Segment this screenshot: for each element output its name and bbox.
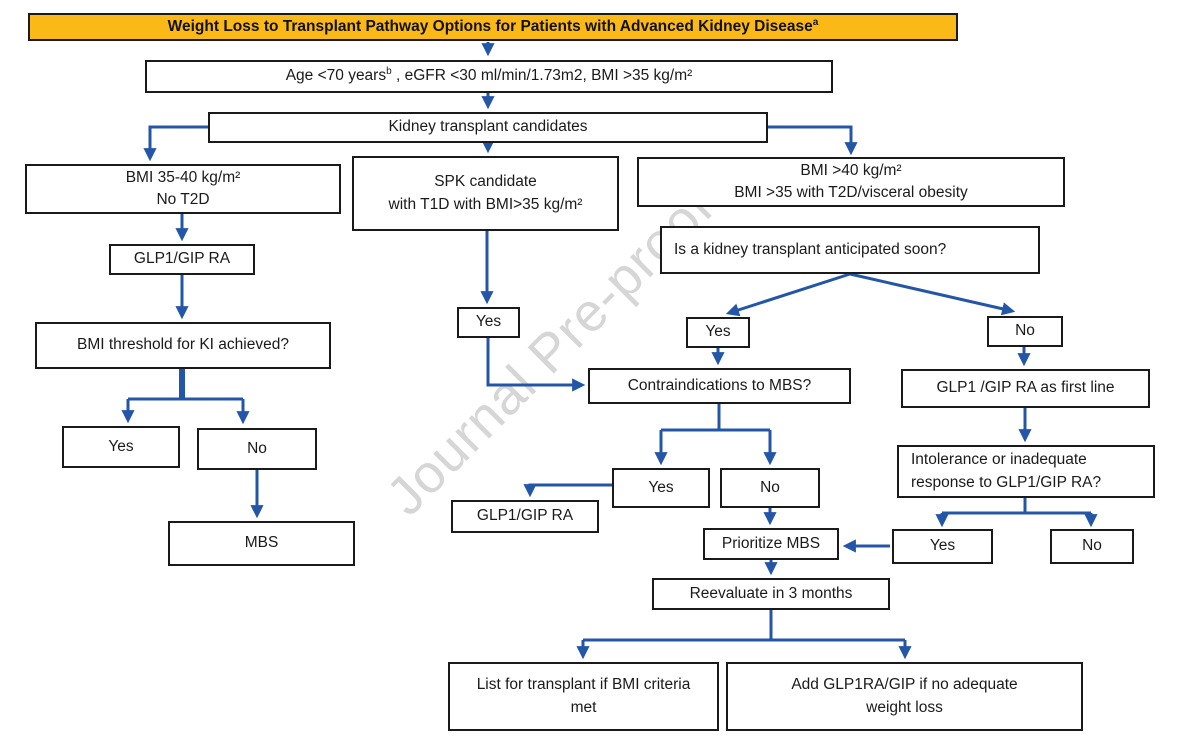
node-age-criteria-label: Age <70 yearsb , eGFR <30 ml/min/1.73m2,… [286, 65, 693, 87]
node-yes-threshold: Yes [62, 426, 180, 468]
node-bmi-over-40-label: BMI >40 kg/m² BMI >35 with T2D/visceral … [734, 161, 968, 201]
node-no-contra: No [720, 468, 820, 508]
node-glp1-gip-ra-mid: GLP1/GIP RA [451, 500, 599, 533]
node-yes-spk-label: Yes [475, 313, 502, 331]
node-reevaluate-label: Reevaluate in 3 months [689, 584, 853, 602]
node-add-glp1ra-gip: Add GLP1RA/GIP if no adequate weight los… [726, 662, 1083, 731]
node-no-contra-label: No [760, 478, 780, 496]
node-bmi-35-40-label: BMI 35-40 kg/m² No T2D [125, 168, 241, 208]
node-yes-anticipated-label: Yes [705, 323, 731, 341]
node-contraindications-question: Contraindications to MBS? [588, 368, 851, 404]
title-bar: Weight Loss to Transplant Pathway Option… [28, 13, 958, 41]
node-list-for-transplant-label: List for transplant if BMI criteria met [476, 676, 691, 716]
title-label: Weight Loss to Transplant Pathway Option… [167, 18, 813, 35]
node-bmi-over-40: BMI >40 kg/m² BMI >35 with T2D/visceral … [637, 157, 1065, 207]
node-intolerance-question: Intolerance or inadequate response to GL… [897, 445, 1155, 498]
node-transplant-anticipated-question: Is a kidney transplant anticipated soon? [660, 226, 1040, 274]
node-bmi-threshold-label: BMI threshold for KI achieved? [77, 336, 289, 354]
node-yes-contra: Yes [612, 468, 710, 508]
node-bmi-35-40: BMI 35-40 kg/m² No T2D [25, 164, 341, 214]
node-bmi-threshold-question: BMI threshold for KI achieved? [35, 322, 331, 369]
node-no-anticipated: No [987, 316, 1063, 347]
node-kidney-transplant-candidates: Kidney transplant candidates [208, 112, 768, 143]
node-spk-candidate-label: SPK candidate with T1D with BMI>35 kg/m² [388, 173, 583, 213]
node-yes-threshold-label: Yes [108, 437, 134, 455]
node-glp1-gip-ra-left: GLP1/GIP RA [109, 244, 255, 275]
node-yes-anticipated: Yes [686, 317, 750, 348]
node-yes-intolerance: Yes [892, 529, 993, 564]
node-age-criteria: Age <70 yearsb , eGFR <30 ml/min/1.73m2,… [145, 60, 833, 93]
node-glp1-first-line: GLP1 /GIP RA as first line [901, 369, 1150, 408]
node-reevaluate: Reevaluate in 3 months [652, 578, 890, 610]
node-mbs: MBS [168, 521, 355, 566]
age-superscript: b [386, 66, 392, 78]
node-glp1-gip-ra-left-label: GLP1/GIP RA [133, 250, 231, 268]
node-yes-intolerance-label: Yes [929, 537, 956, 555]
node-no-intolerance-label: No [1082, 537, 1102, 555]
node-transplant-anticipated-label: Is a kidney transplant anticipated soon? [674, 240, 947, 258]
node-no-intolerance: No [1050, 529, 1134, 564]
node-glp1-first-line-label: GLP1 /GIP RA as first line [936, 379, 1115, 397]
node-mbs-label: MBS [244, 534, 279, 552]
node-intolerance-label: Intolerance or inadequate response to GL… [911, 451, 1102, 491]
node-glp1-gip-ra-mid-label: GLP1/GIP RA [476, 507, 574, 525]
node-spk-candidate: SPK candidate with T1D with BMI>35 kg/m² [352, 156, 619, 231]
title-superscript: a [812, 16, 819, 28]
node-list-for-transplant: List for transplant if BMI criteria met [448, 662, 719, 731]
title-text: Weight Loss to Transplant Pathway Option… [167, 16, 819, 36]
node-contraindications-label: Contraindications to MBS? [627, 376, 812, 394]
node-yes-contra-label: Yes [648, 478, 674, 496]
node-yes-spk: Yes [457, 307, 520, 338]
age-pre: Age <70 years [285, 67, 387, 85]
age-post: , eGFR <30 ml/min/1.73m2, BMI >35 kg/m² [391, 67, 693, 85]
node-no-anticipated-label: No [1015, 322, 1035, 340]
node-kidney-transplant-candidates-label: Kidney transplant candidates [388, 118, 588, 136]
node-prioritize-mbs-label: Prioritize MBS [721, 534, 821, 552]
node-no-threshold: No [197, 428, 317, 470]
node-prioritize-mbs: Prioritize MBS [703, 528, 839, 560]
node-add-glp1ra-gip-label: Add GLP1RA/GIP if no adequate weight los… [791, 676, 1018, 716]
node-no-threshold-label: No [247, 439, 267, 457]
